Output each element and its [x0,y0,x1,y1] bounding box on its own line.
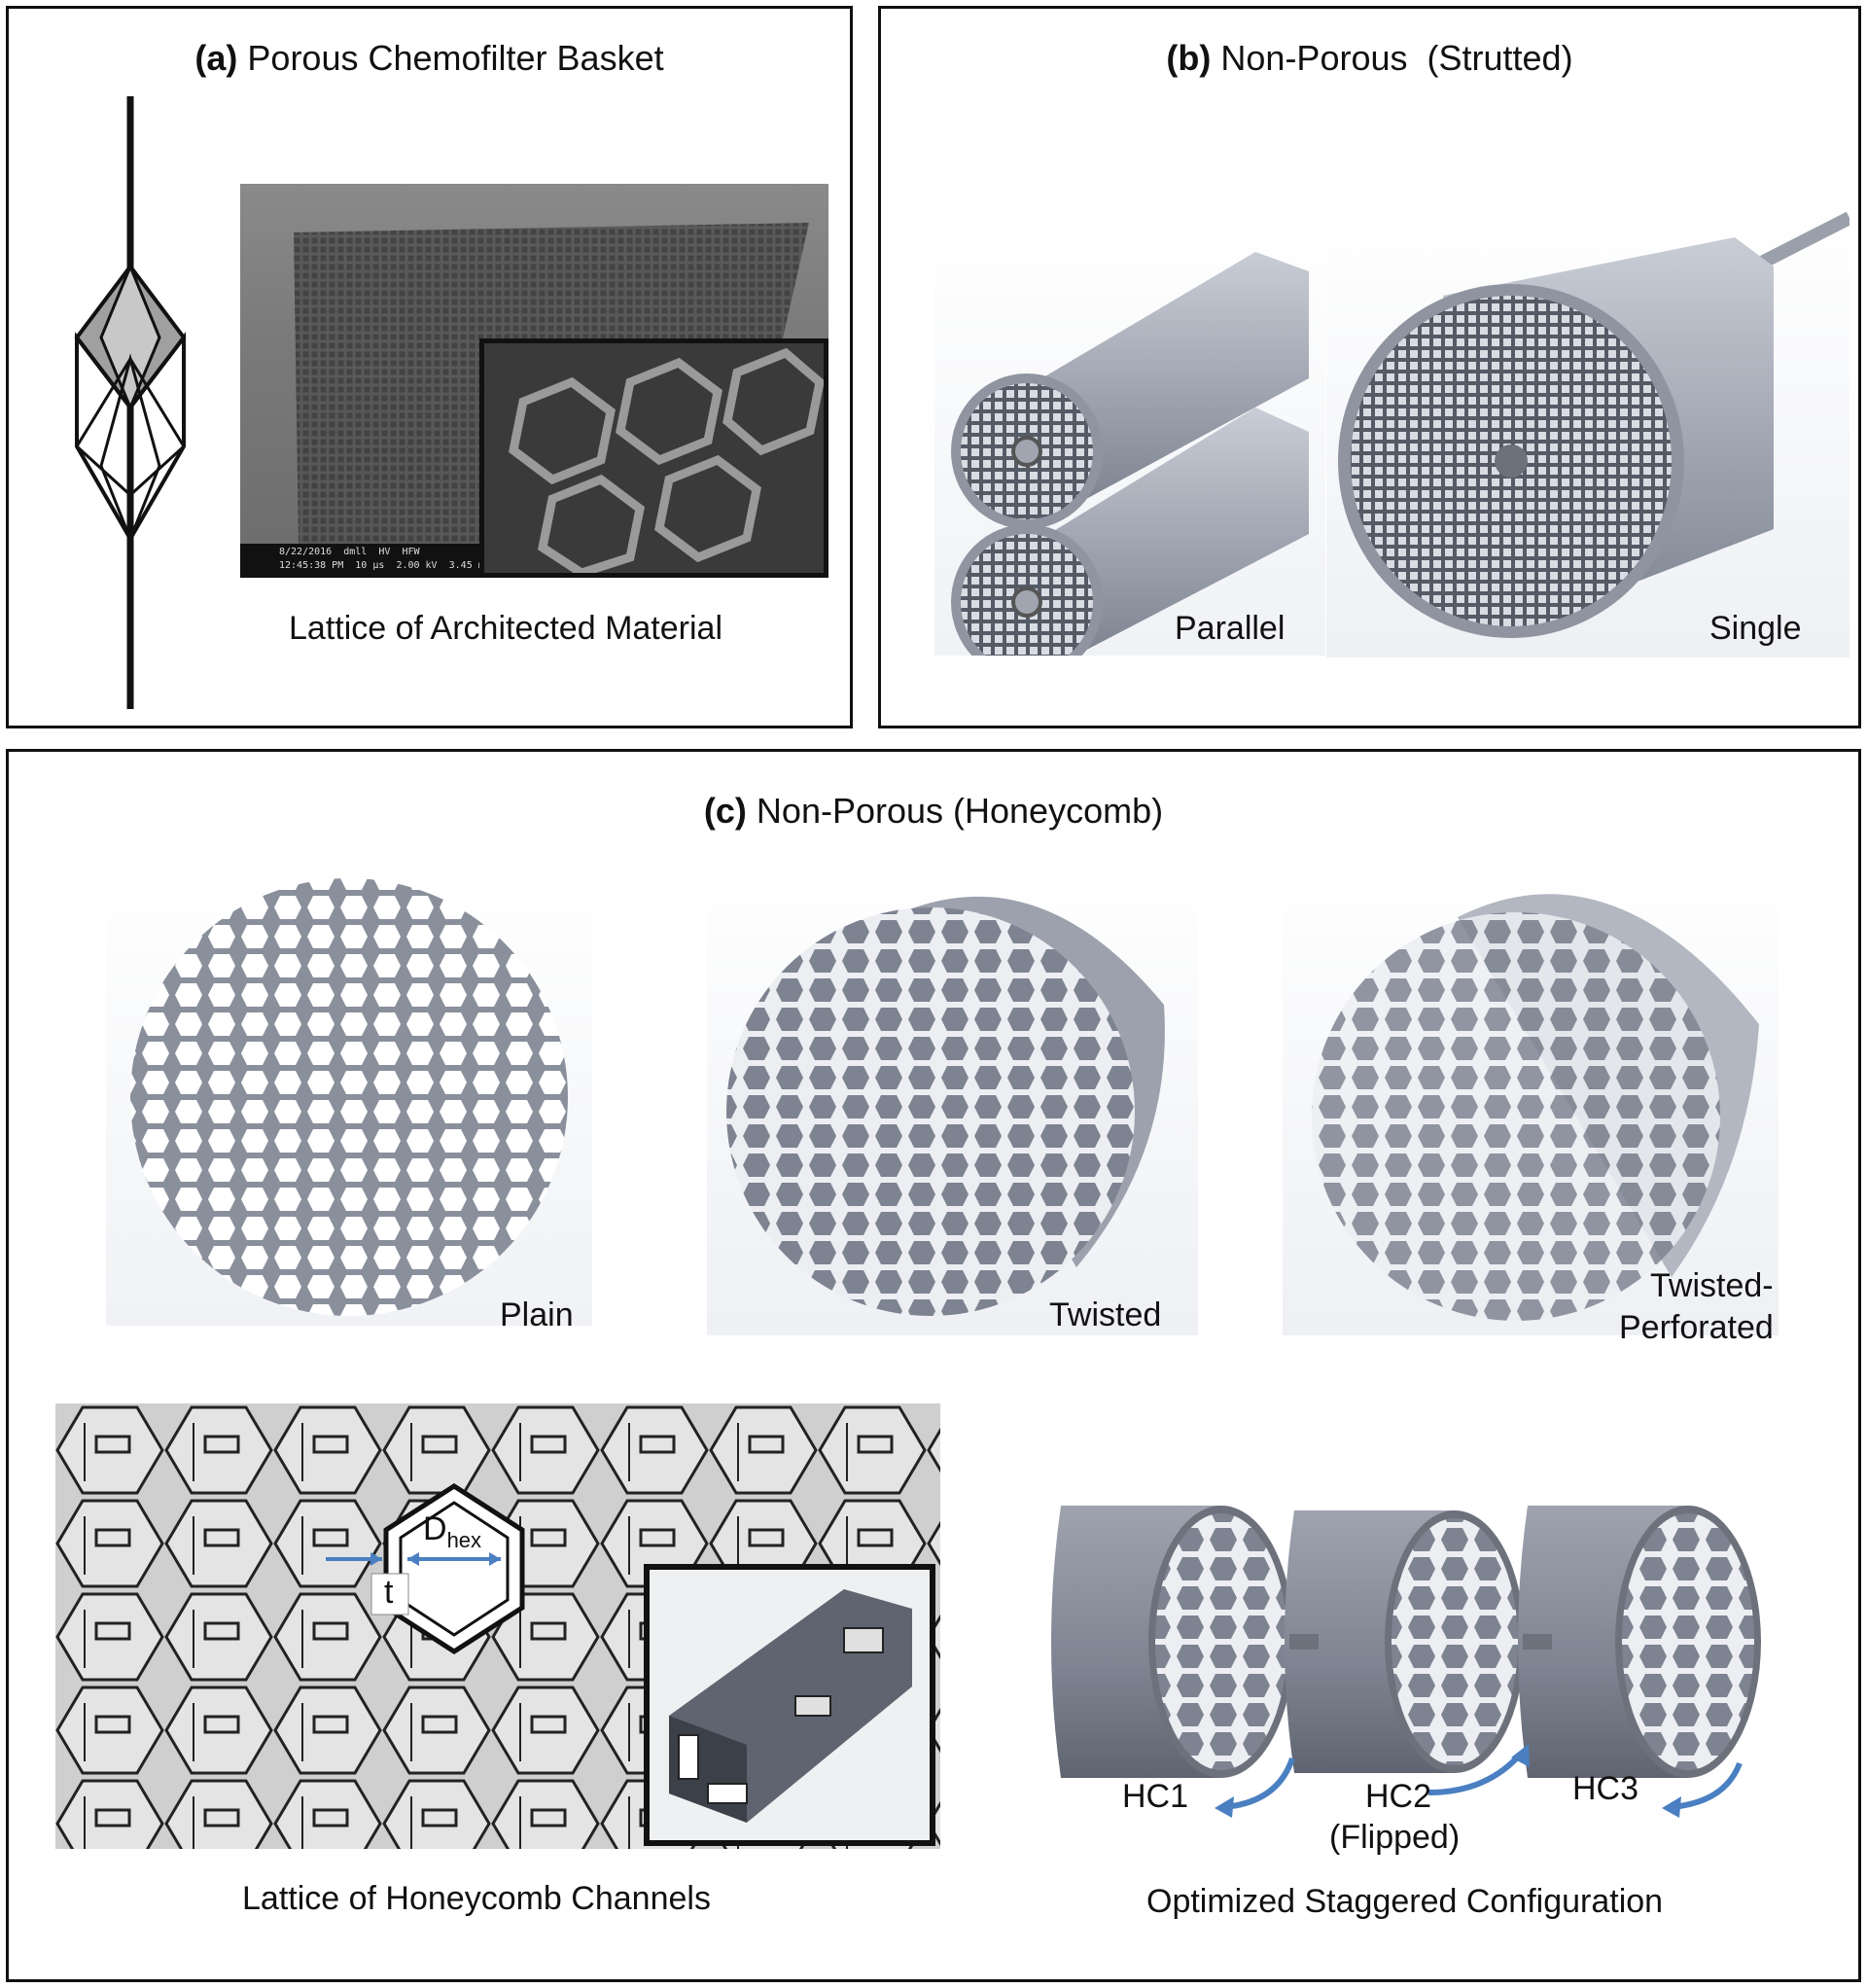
sem-hv: 2.00 kV [396,560,438,571]
plain-label: Plain [500,1296,574,1333]
plain-honeycomb-image [106,864,592,1326]
panel-c: (c) Non-Porous (Honeycomb) Plain T [6,749,1861,1982]
sem-hv-label: HV [378,547,391,557]
sem-info-bar: 8/22/2016 dmll HV HFW 12:45:38 PM 10 µs … [279,546,512,573]
panel-b-title-text: Non-Porous [1220,38,1408,78]
panel-a-letter: (a) [194,38,238,78]
sem-date: 8/22/2016 [279,547,333,557]
hc1-label: HC1 [1122,1778,1189,1815]
panel-c-title: (c) Non-Porous (Honeycomb) [9,791,1858,832]
honeycomb-channel-lattice-image: Dhex t [55,1403,940,1849]
panel-b: (b) Non-Porous (Strutted) [878,6,1861,728]
panel-a-title-text: Porous Chemofilter Basket [247,38,664,78]
panel-b-subtitle: (Strutted) [1427,38,1573,78]
panel-a-caption: Lattice of Architected Material [289,610,723,647]
dim-t-label: t [384,1574,394,1611]
dim-d-hex-label: Dhex [423,1510,481,1553]
twisted-perforated-honeycomb-image [1283,859,1779,1335]
sem-time: 12:45:38 PM [279,560,344,571]
sem-inset-image [479,338,828,578]
lattice-caption: Lattice of Honeycomb Channels [242,1880,711,1917]
dim-d: D [423,1510,447,1547]
rotation-arrows [1215,1744,1743,1818]
parallel-label: Parallel [1175,610,1286,647]
hc2-label: HC2 [1365,1778,1432,1815]
sem-hfw: 3.45 mm [448,560,490,571]
chemofilter-basket-diagram [74,96,187,709]
single-label: Single [1709,610,1802,647]
hc2-rotation-arrow-icon [1427,1752,1524,1795]
hc3-rotation-arrow-icon [1671,1761,1743,1810]
hc1-rotation-arrow-icon [1223,1757,1295,1810]
sem-dwell: 10 µs [355,560,385,571]
panel-a: (a) Porous Chemofilter Basket 8/22/2016 … [6,6,853,728]
hc3-label: HC3 [1572,1770,1639,1807]
panel-c-title-text: Non-Porous (Honeycomb) [756,791,1164,831]
panel-b-letter: (b) [1166,38,1212,78]
twisted-honeycomb-image [707,859,1198,1335]
dim-d-sub: hex [446,1527,482,1552]
staggered-configuration-image [1041,1496,1810,1788]
hc2-note-label: (Flipped) [1329,1819,1461,1856]
single-cylinder-image [1326,208,1849,657]
sem-hfw-label: HFW [402,547,420,557]
configuration-caption: Optimized Staggered Configuration [1146,1883,1664,1920]
panel-c-letter: (c) [703,791,747,831]
twisted-perforated-label-2: Perforated [1619,1309,1774,1346]
panel-a-title: (a) Porous Chemofilter Basket [9,38,850,79]
parallel-cylinders-image [934,213,1325,656]
channel-inset-image [644,1564,935,1846]
twisted-label: Twisted [1049,1296,1162,1333]
sem-det: dmll [343,547,368,557]
panel-b-title: (b) Non-Porous (Strutted) [881,38,1858,79]
twisted-perforated-label-1: Twisted- [1650,1267,1774,1304]
